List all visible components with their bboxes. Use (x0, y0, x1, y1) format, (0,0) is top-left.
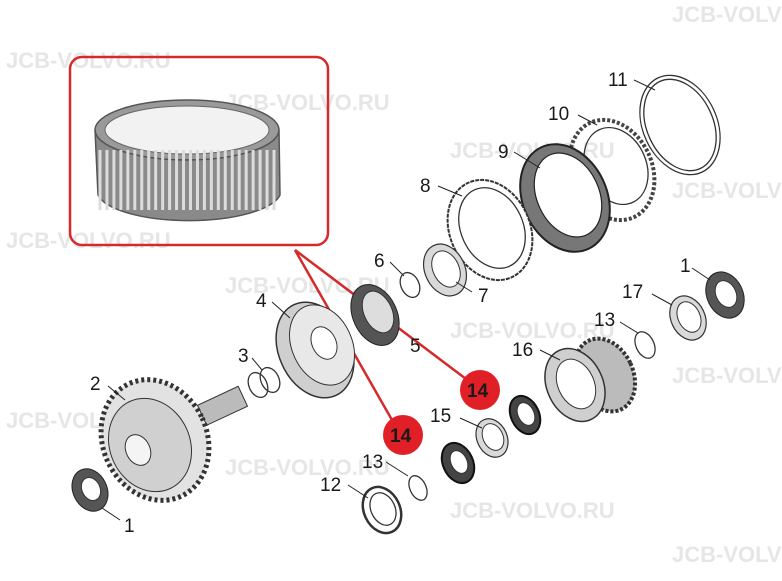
needle-bearing-14-upper (508, 394, 542, 436)
watermark: JCB-VOLVO.RU (6, 228, 171, 253)
snap-ring-11 (639, 74, 721, 176)
badge-14-lower: 14 (383, 415, 423, 455)
washer-12 (361, 485, 403, 535)
watermark: JCB-VOLVO.RU (672, 542, 782, 567)
label-7: 7 (478, 286, 489, 307)
leader-lines (101, 79, 711, 521)
label-8: 8 (420, 176, 431, 197)
label-6: 6 (374, 251, 385, 272)
label-4: 4 (256, 291, 267, 312)
label-11: 11 (608, 70, 628, 91)
label-3: 3 (238, 346, 249, 367)
label-15: 15 (430, 406, 451, 427)
bearing-1-right (705, 271, 745, 319)
label-9: 9 (498, 142, 509, 163)
label-1-left: 1 (124, 516, 135, 537)
plate-8 (446, 178, 534, 282)
inset-frame (68, 55, 330, 247)
watermark: JCB-VOLVO.RU (672, 363, 782, 388)
watermark: JCB-VOLVO.RU (672, 2, 782, 27)
carrier-4 (275, 301, 355, 399)
watermark: JCB-VOLVO.RU (225, 455, 390, 480)
badge-circle (383, 415, 423, 455)
label-2: 2 (90, 374, 101, 395)
bearing-1-left (71, 468, 109, 512)
bearing-5 (350, 284, 400, 346)
badge-circle (460, 370, 500, 410)
label-17: 17 (622, 282, 643, 303)
needle-bearing-closeup (94, 99, 281, 222)
seal-rings-3 (247, 366, 281, 399)
ring-13-upper (634, 331, 656, 359)
label-12: 12 (320, 475, 341, 496)
ring-6 (399, 271, 421, 299)
sleeve-15 (475, 418, 509, 458)
label-16: 16 (512, 340, 533, 361)
label-13-lower: 13 (362, 452, 383, 473)
gear-shaft-2 (98, 377, 249, 503)
watermark: JCB-VOLVO.RU (6, 48, 171, 73)
badge-14-upper: 14 (460, 370, 500, 410)
label-10: 10 (548, 104, 569, 125)
part-labels: 11 10 9 8 6 7 4 5 3 2 1 1 17 13 16 15 13… (90, 70, 691, 537)
gear-16 (544, 336, 638, 423)
watermark: JCB-VOLVO.RU (450, 318, 615, 343)
ring-13-lower (408, 475, 428, 501)
label-5: 5 (410, 336, 421, 357)
label-13-upper: 13 (594, 310, 615, 331)
watermark: JCB-VOLVO.RU (672, 178, 782, 203)
watermark: JCB-VOLVO.RU (450, 498, 615, 523)
badge-label: 14 (467, 381, 489, 402)
washer-7 (422, 243, 468, 297)
needle-bearing-14-lower (440, 441, 476, 485)
label-1-right: 1 (680, 256, 691, 277)
friction-disc-9 (519, 143, 611, 253)
washer-17 (669, 295, 707, 341)
badge-label: 14 (390, 426, 412, 447)
